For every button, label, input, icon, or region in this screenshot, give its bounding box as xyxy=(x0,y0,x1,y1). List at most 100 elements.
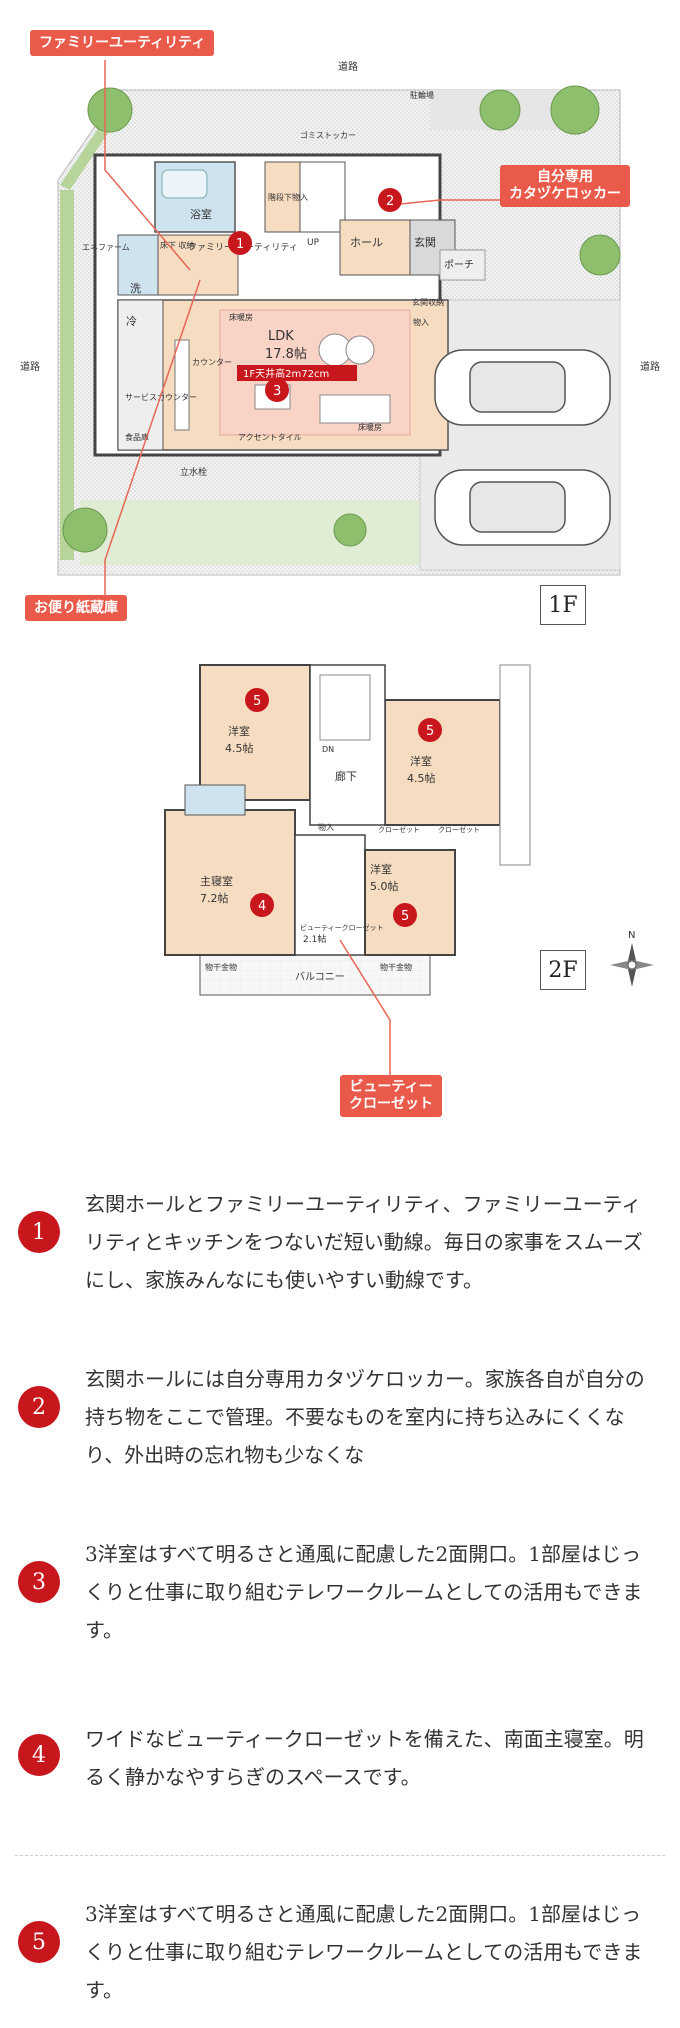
western-b-size: 4.5帖 xyxy=(407,772,436,785)
western-room-a xyxy=(199,664,311,801)
bike-label: 駐輪場 xyxy=(410,90,434,100)
floor-label-1f: 1F xyxy=(540,585,586,625)
drying-label-2: 物干金物 xyxy=(380,962,412,972)
svg-text:1: 1 xyxy=(236,237,244,252)
wash-label: 洗 xyxy=(130,282,141,295)
description-number: 5 xyxy=(18,1921,60,1963)
beauty-closet-size: 2.1帖 xyxy=(303,933,326,945)
western-c-label: 洋室 xyxy=(370,862,392,876)
description-text: 玄関ホールには自分専用カタヅケロッカー。家族各自が自分の持ち物をここで管理。不要… xyxy=(85,1367,645,1467)
description-item-5: 5 3洋室はすべて明るさと通風に配慮した2面開口。1部屋はじっくりと仕事に取り組… xyxy=(0,1895,680,2015)
svg-text:5: 5 xyxy=(426,724,434,739)
drying-label-1: 物干金物 xyxy=(205,962,237,972)
hall-room xyxy=(339,219,411,276)
toilet-2f xyxy=(184,784,246,816)
callout-locker-line2: カタヅケロッカー xyxy=(509,186,621,202)
svg-text:3: 3 xyxy=(273,384,281,399)
callout-beauty-line2: クローゼット xyxy=(349,1096,433,1112)
roof-edge xyxy=(499,664,531,866)
callout-toilet-storage: お便り紙蔵庫 xyxy=(25,595,127,621)
marker-2f-5b: 5 xyxy=(418,718,442,742)
up-label: UP xyxy=(307,238,320,248)
wash-room xyxy=(117,234,159,296)
compass-icon: N xyxy=(610,930,654,987)
ceiling-badge xyxy=(237,365,357,381)
callout-locker: 自分専用 カタヅケロッカー xyxy=(500,165,630,207)
service-counter-room xyxy=(117,299,164,451)
hall-label: ホール xyxy=(350,236,383,249)
western-a-size: 4.5帖 xyxy=(225,742,254,755)
sofa-shape xyxy=(319,394,391,424)
dining-chair-b xyxy=(345,335,375,365)
master-bedroom xyxy=(164,809,296,956)
corridor-label: 廊下 xyxy=(335,769,357,783)
stair-room xyxy=(299,161,346,233)
grass-strip-side xyxy=(60,190,74,560)
svg-text:2: 2 xyxy=(386,194,394,209)
western-c-size: 5.0帖 xyxy=(370,880,399,893)
floor-plan-diagram: 道路 道路 道路 浴室 洗 冷 ファミリー ユーティリティ 床下 収納 階段下物… xyxy=(20,60,660,1080)
car-icon-1 xyxy=(434,349,611,426)
balcony-area xyxy=(199,954,431,996)
marker-2f-5c: 5 xyxy=(393,903,417,927)
garden-lawn xyxy=(80,500,420,565)
description-item-3: 3 3洋室はすべて明るさと通風に配慮した2面開口。1部屋はじっくりと仕事に取り組… xyxy=(0,1535,680,1655)
description-number: 3 xyxy=(18,1561,60,1603)
marker-1f-1: 1 xyxy=(228,231,252,255)
stair-shape xyxy=(319,674,371,741)
first-floor-plan: 道路 道路 道路 浴室 洗 冷 ファミリー ユーティリティ 床下 収納 階段下物… xyxy=(20,60,660,600)
description-number: 2 xyxy=(18,1386,60,1428)
marker-2f-4: 4 xyxy=(250,893,274,917)
enefarm-label: エネファーム xyxy=(82,243,130,252)
floor-heating-label-2: 床暖房 xyxy=(358,422,382,432)
description-number: 1 xyxy=(18,1211,60,1253)
description-item-1: 1 玄関ホールとファミリーユーティリティ、ファミリーユーティリティとキッチンをつ… xyxy=(0,1185,680,1305)
ldk-label: LDK xyxy=(268,329,294,344)
road-right-label: 道路 xyxy=(640,360,660,373)
description-number: 4 xyxy=(18,1734,60,1776)
genkan-storage-label: 玄関収納 xyxy=(412,297,444,307)
callout-leader-lines-1f xyxy=(104,60,500,600)
description-text: 玄関ホールとファミリーユーティリティ、ファミリーユーティリティとキッチンをつない… xyxy=(85,1192,643,1292)
closet-label-1: クローゼット xyxy=(378,825,420,834)
floor-heating-label-1: 床暖房 xyxy=(229,312,253,322)
floor-plan-area: 道路 道路 道路 浴室 洗 冷 ファミリー ユーティリティ 床下 収納 階段下物… xyxy=(20,30,660,1117)
car-icon-2 xyxy=(434,469,611,546)
callout-locker-line1: 自分専用 xyxy=(537,169,593,185)
svg-text:5: 5 xyxy=(401,909,409,924)
description-text: 3洋室はすべて明るさと通風に配慮した2面開口。1部屋はじっくりと仕事に取り組むテ… xyxy=(85,1542,643,1642)
marker-1f-2: 2 xyxy=(378,188,402,212)
item-label-2f: 物入 xyxy=(318,822,334,832)
dn-label: DN xyxy=(322,745,334,754)
counter-label: カウンター xyxy=(192,358,232,367)
description-text: ワイドなビューティークローゼットを備えた、南面主寝室。明るく静かなやすらぎのスペ… xyxy=(85,1727,644,1789)
western-room-c xyxy=(364,849,456,956)
gomi-label: ゴミストッカー xyxy=(300,130,356,140)
kitchen-counter xyxy=(174,339,190,431)
fridge-label: 冷 xyxy=(126,315,137,328)
water-label: 立水栓 xyxy=(180,466,207,478)
bath-label: 浴室 xyxy=(190,207,212,221)
underfloor-label: 床下 収納 xyxy=(160,240,195,250)
description-item-2: 2 玄関ホールには自分専用カタヅケロッカー。家族各自が自分の持ち物をここで管理。… xyxy=(0,1360,680,1480)
balcony-label: バルコニー xyxy=(295,971,345,983)
western-b-label: 洋室 xyxy=(410,754,432,768)
section-divider xyxy=(15,1855,665,1856)
closet-label-2: クローゼット xyxy=(438,825,480,834)
svg-text:N: N xyxy=(628,930,635,941)
svg-text:5: 5 xyxy=(253,694,261,709)
description-item-4: 4 ワイドなビューティークローゼットを備えた、南面主寝室。明るく静かなやすらぎの… xyxy=(0,1720,680,1810)
stair-storage-room xyxy=(264,161,301,233)
beauty-closet-label: ビューティークローゼット xyxy=(300,923,384,932)
master-label: 主寝室 xyxy=(200,874,233,888)
bathtub-shape xyxy=(161,169,208,199)
western-a-label: 洋室 xyxy=(228,724,250,738)
callout-beauty-line1: ビューティー xyxy=(349,1079,433,1095)
callout-leader-line-2f xyxy=(339,939,391,1080)
entrance-label: 玄関 xyxy=(414,235,436,249)
road-left-label: 道路 xyxy=(20,360,40,373)
svg-text:4: 4 xyxy=(258,899,266,914)
pantry-label: 食品庫 xyxy=(125,432,149,442)
marker-1f-3: 3 xyxy=(265,378,289,402)
road-top-label: 道路 xyxy=(338,60,358,73)
